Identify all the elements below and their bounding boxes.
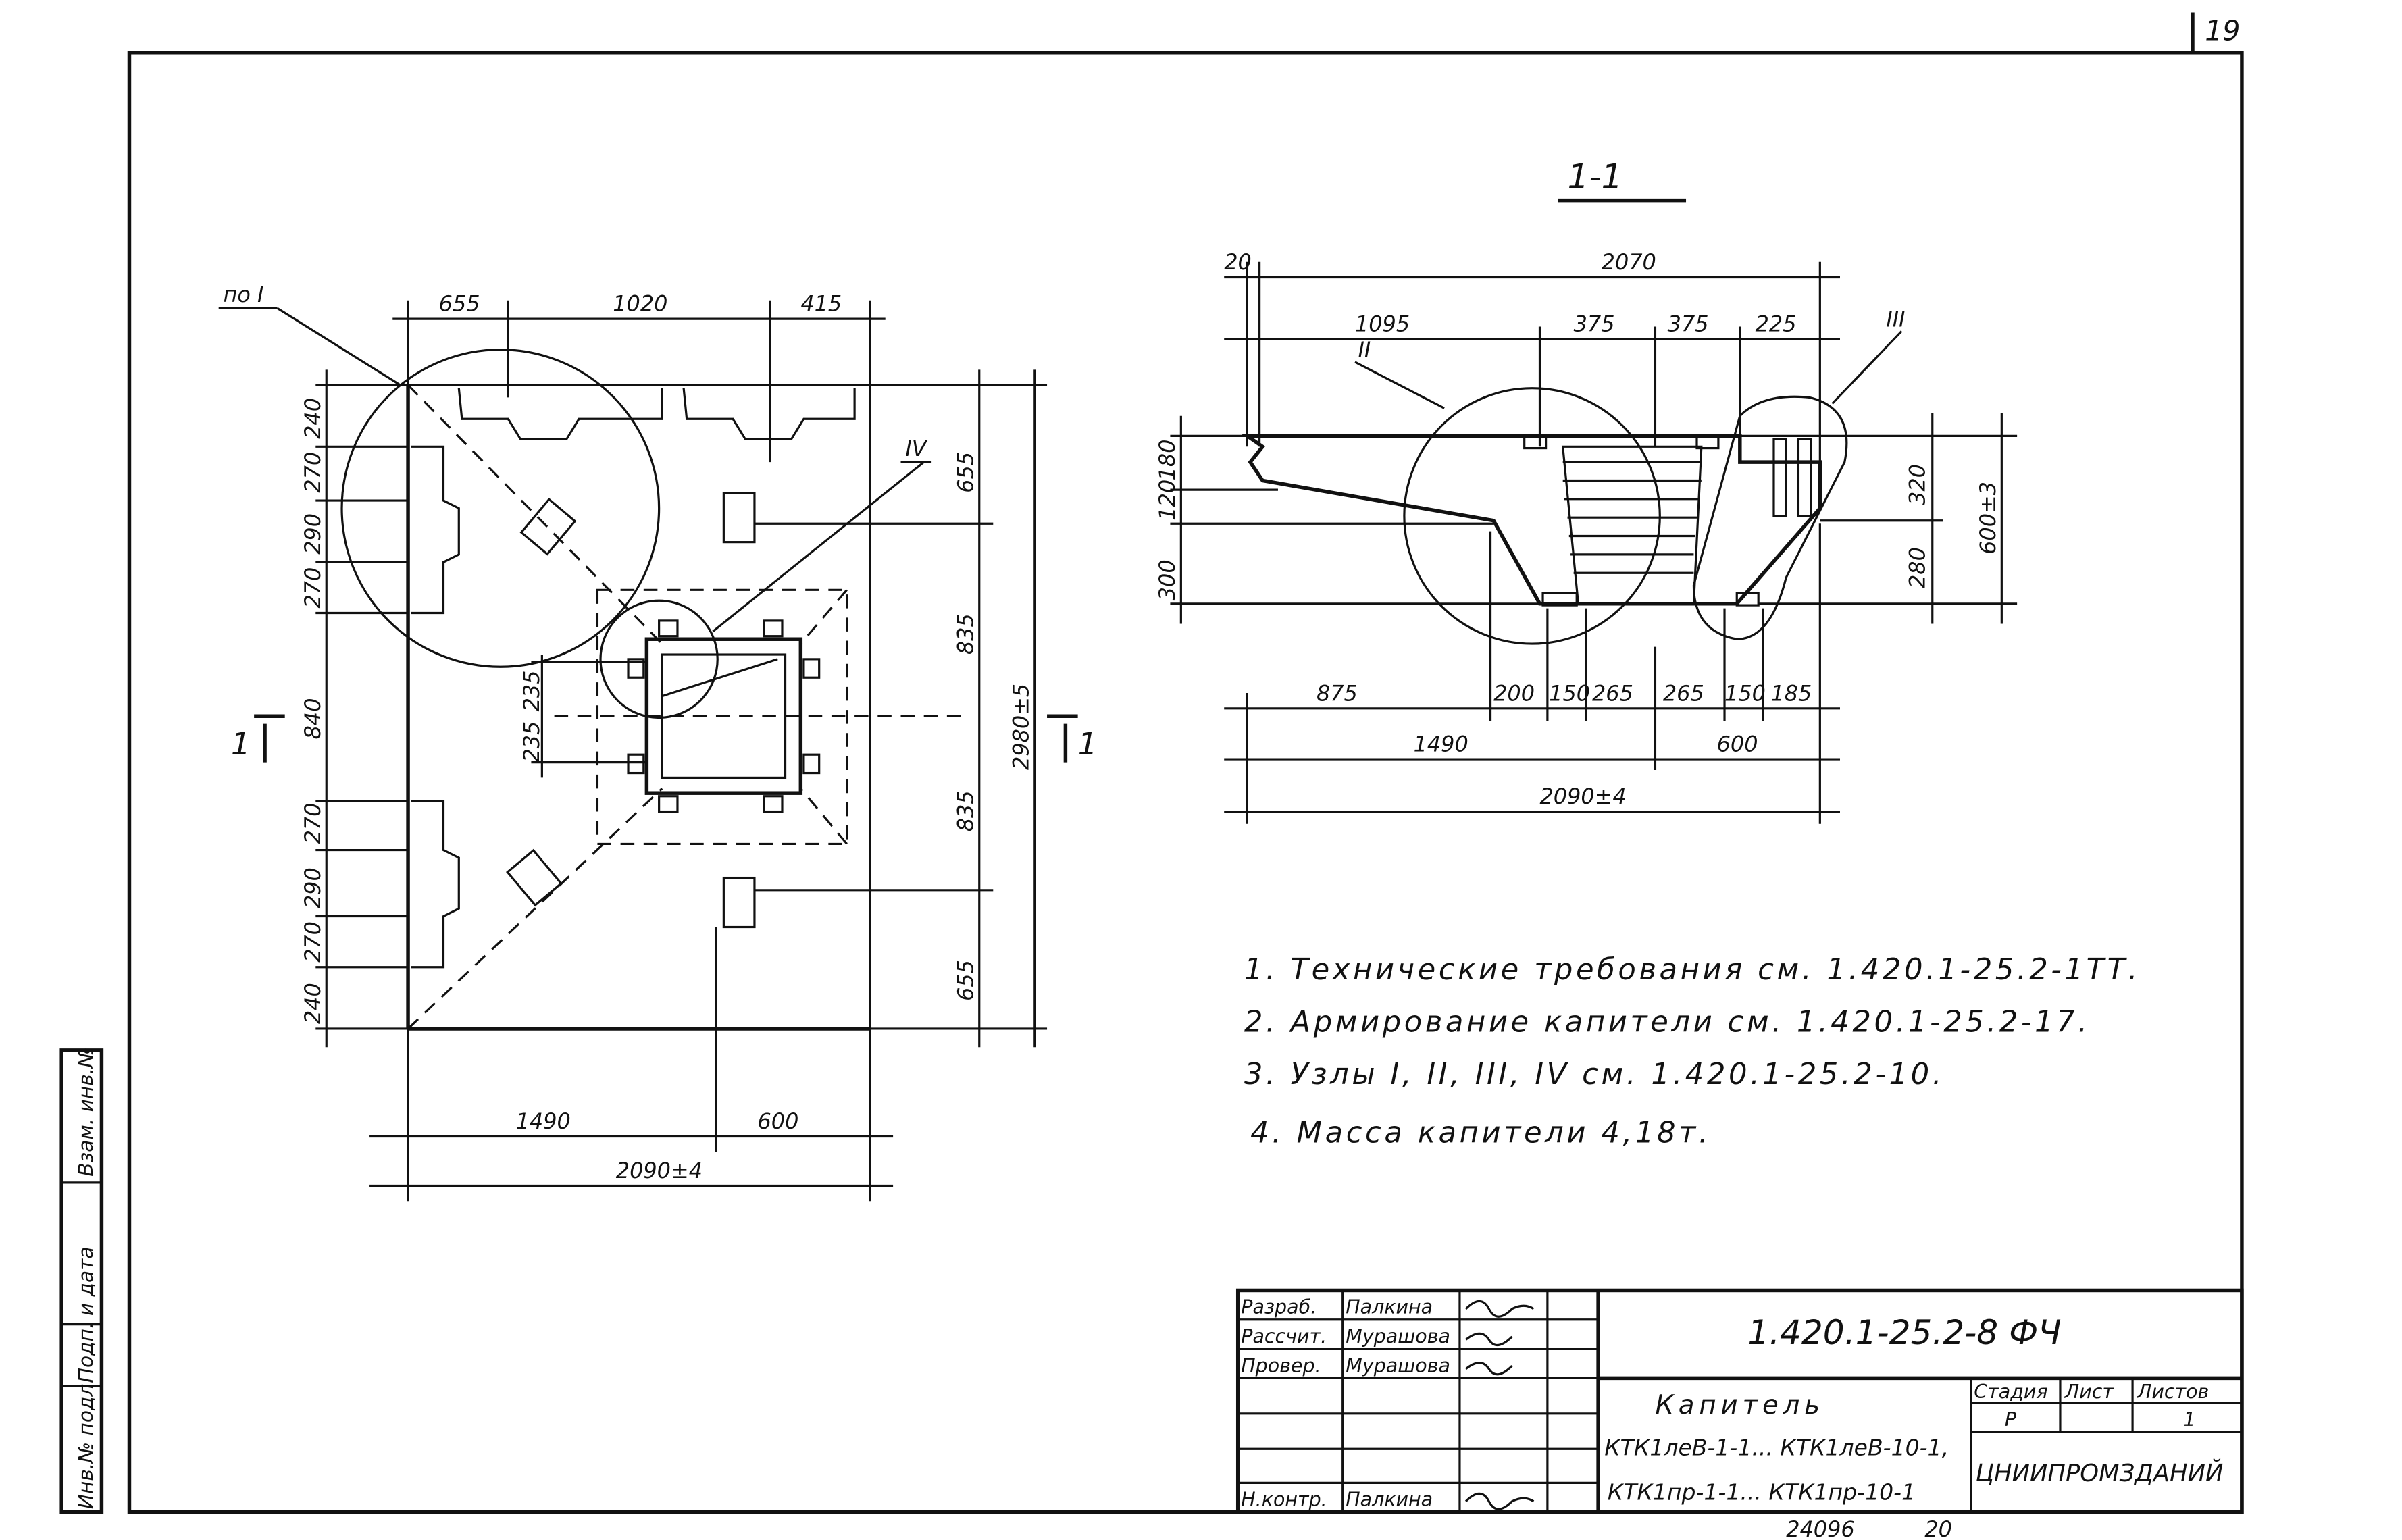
label-title-block-roles-0: Разраб.	[1241, 1296, 1317, 1318]
node-III-outline	[1692, 395, 1848, 640]
plan-view: по I IV 1 1 655 1020 415 240 270 290 2	[218, 282, 1098, 1202]
label-title-block-names-1: Мурашова	[1346, 1325, 1450, 1348]
label-title-block-sheets: 1	[2183, 1408, 2195, 1431]
node-I-circle	[340, 349, 661, 668]
label-plan-dim-overall-h: 2980±5	[1008, 684, 1034, 770]
label-section-dims-left-1: 120	[1154, 480, 1180, 521]
label-plan-dims-left-0: 240	[300, 398, 326, 439]
node-II-label: II	[1358, 337, 1371, 363]
node-III-label: III	[1886, 307, 1905, 332]
label-section-dim-overall: 2090±4	[1539, 784, 1626, 809]
label-section-dims-top-1: 375	[1574, 311, 1615, 336]
label-title-block-roles-3: Н.контр.	[1241, 1489, 1327, 1511]
label-section-dims-bottom1-0: 875	[1317, 680, 1358, 706]
node-II-circle	[1403, 387, 1661, 645]
label-section-dims-right-0: 320	[1904, 464, 1930, 505]
label-plan-dims-bottom-0: 1490	[516, 1108, 571, 1134]
label-section-dims-top-3: 225	[1756, 311, 1797, 336]
title-block: Разраб. Рассчит. Провер. Н.контр. Палкин…	[1235, 1288, 2244, 1514]
note-4: 4. Масса капители 4,18т.	[1250, 1116, 1711, 1150]
label-section-dims-bottom1-2: 150	[1549, 680, 1590, 706]
label-plan-dims-right-3: 655	[953, 960, 979, 1001]
label-plan-dims-inner-1: 235	[519, 721, 544, 763]
label-section-dims-top-0: 1095	[1355, 311, 1410, 336]
label-title-block-names-2: Мурашова	[1346, 1354, 1450, 1377]
label-plan-dims-top-2: 415	[800, 291, 842, 317]
label-plan-dims-right-0: 655	[953, 452, 979, 493]
label-title-block-roles-2: Провер.	[1241, 1354, 1321, 1377]
label-plan-dims-right-2: 835	[953, 790, 979, 831]
label-title-block-roles-1: Рассчит.	[1241, 1325, 1327, 1348]
cut-mark-left: 1	[231, 726, 251, 762]
label-plan-dims-left-4: 840	[300, 698, 326, 740]
label-title-block-stage: Р	[2005, 1408, 2017, 1431]
label-plan-dims-left-7: 270	[300, 921, 326, 962]
label-section-dims-bottom1-3: 265	[1592, 680, 1633, 706]
note-2: 2. Армирование капители см. 1.420.1-25.2…	[1244, 1006, 2091, 1040]
label-plan-dims-inner-0: 235	[519, 670, 544, 711]
label-plan-dim-overall-w: 2090±4	[616, 1158, 702, 1183]
label-section-dims-right-1: 280	[1904, 547, 1930, 588]
side-stamp: Инв.№ подл. Подп. и дата Взам. инв.№	[59, 1047, 104, 1514]
label-section-dim-total-top: 2070	[1602, 249, 1656, 275]
node-I-reference: по I	[224, 282, 264, 307]
label-section-dims-bottom2-1: 600	[1717, 732, 1758, 757]
node-IV-circle	[599, 599, 719, 719]
sheet-number: 19	[2205, 15, 2240, 47]
label-title-block-col-sheet: Лист	[2064, 1381, 2115, 1403]
label-plan-dims-left-3: 270	[300, 567, 326, 609]
label-section-dims-left-2: 300	[1154, 559, 1180, 600]
document-code: 1.420.1-25.2-8 ФЧ	[1747, 1312, 2061, 1352]
label-title-block-name-line2: КТК1леВ-1-1... КТК1леВ-10-1,	[1604, 1434, 1949, 1460]
label-section-dim-20: 20	[1224, 249, 1252, 275]
label-plan-dims-top-0: 655	[439, 291, 480, 317]
label-title-block-name-line1: Капитель	[1655, 1390, 1824, 1420]
label-title-block-col-stage: Стадия	[1974, 1381, 2047, 1403]
archive-number: 24096	[1786, 1516, 1855, 1540]
label-section-dims-top-2: 375	[1668, 311, 1709, 336]
organization: ЦНИИПРОМЗДАНИЙ	[1976, 1459, 2224, 1487]
note-1: 1. Технические требования см. 1.420.1-25…	[1244, 953, 2141, 987]
label-side-stamp-1: Подп. и дата	[74, 1246, 97, 1383]
sheet-frame	[127, 51, 2244, 1514]
label-section-dims-bottom1-5: 150	[1724, 680, 1766, 706]
label-title-block-col-sheets: Листов	[2137, 1381, 2209, 1403]
label-plan-dims-top-1: 1020	[613, 291, 667, 317]
note-3: 3. Узлы I, II, III, IV см. 1.420.1-25.2-…	[1244, 1058, 1945, 1092]
label-plan-dims-left-6: 290	[300, 867, 326, 908]
label-plan-dims-right-1: 835	[953, 613, 979, 654]
label-side-stamp-2: Взам. инв.№	[74, 1047, 97, 1177]
label-side-stamp-0: Инв.№ подл.	[74, 1377, 97, 1509]
node-IV-label: IV	[905, 436, 927, 461]
label-section-dims-bottom1-1: 200	[1493, 680, 1535, 706]
notes: 1. Технические требования см. 1.420.1-25…	[1244, 953, 2141, 1150]
label-section-dims-bottom2-0: 1490	[1414, 732, 1468, 757]
label-section-dim-height: 600±3	[1975, 482, 2001, 555]
label-section-dims-bottom1-6: 185	[1770, 680, 1812, 706]
signatures	[1464, 1300, 1535, 1510]
label-plan-dims-left-1: 270	[300, 452, 326, 493]
label-section-dims-left-0: 180	[1154, 440, 1180, 481]
label-plan-dims-left-5: 270	[300, 803, 326, 844]
label-plan-dims-left-8: 240	[300, 983, 326, 1024]
section-1-1: 1-1 II III 20 2070 1095 37	[1154, 156, 2018, 824]
cut-mark-right: 1	[1078, 726, 1098, 762]
label-section-dims-bottom1-4: 265	[1663, 680, 1704, 706]
label-title-block-names-3: Палкина	[1346, 1489, 1433, 1511]
label-title-block-names-0: Палкина	[1346, 1296, 1433, 1318]
page-number: 20	[1924, 1516, 1952, 1540]
section-title: 1-1	[1568, 156, 1623, 196]
label-plan-dims-bottom-1: 600	[758, 1108, 799, 1134]
label-title-block-name-line3: КТК1пр-1-1... КТК1пр-10-1	[1608, 1479, 1916, 1505]
label-plan-dims-left-2: 290	[300, 513, 326, 555]
